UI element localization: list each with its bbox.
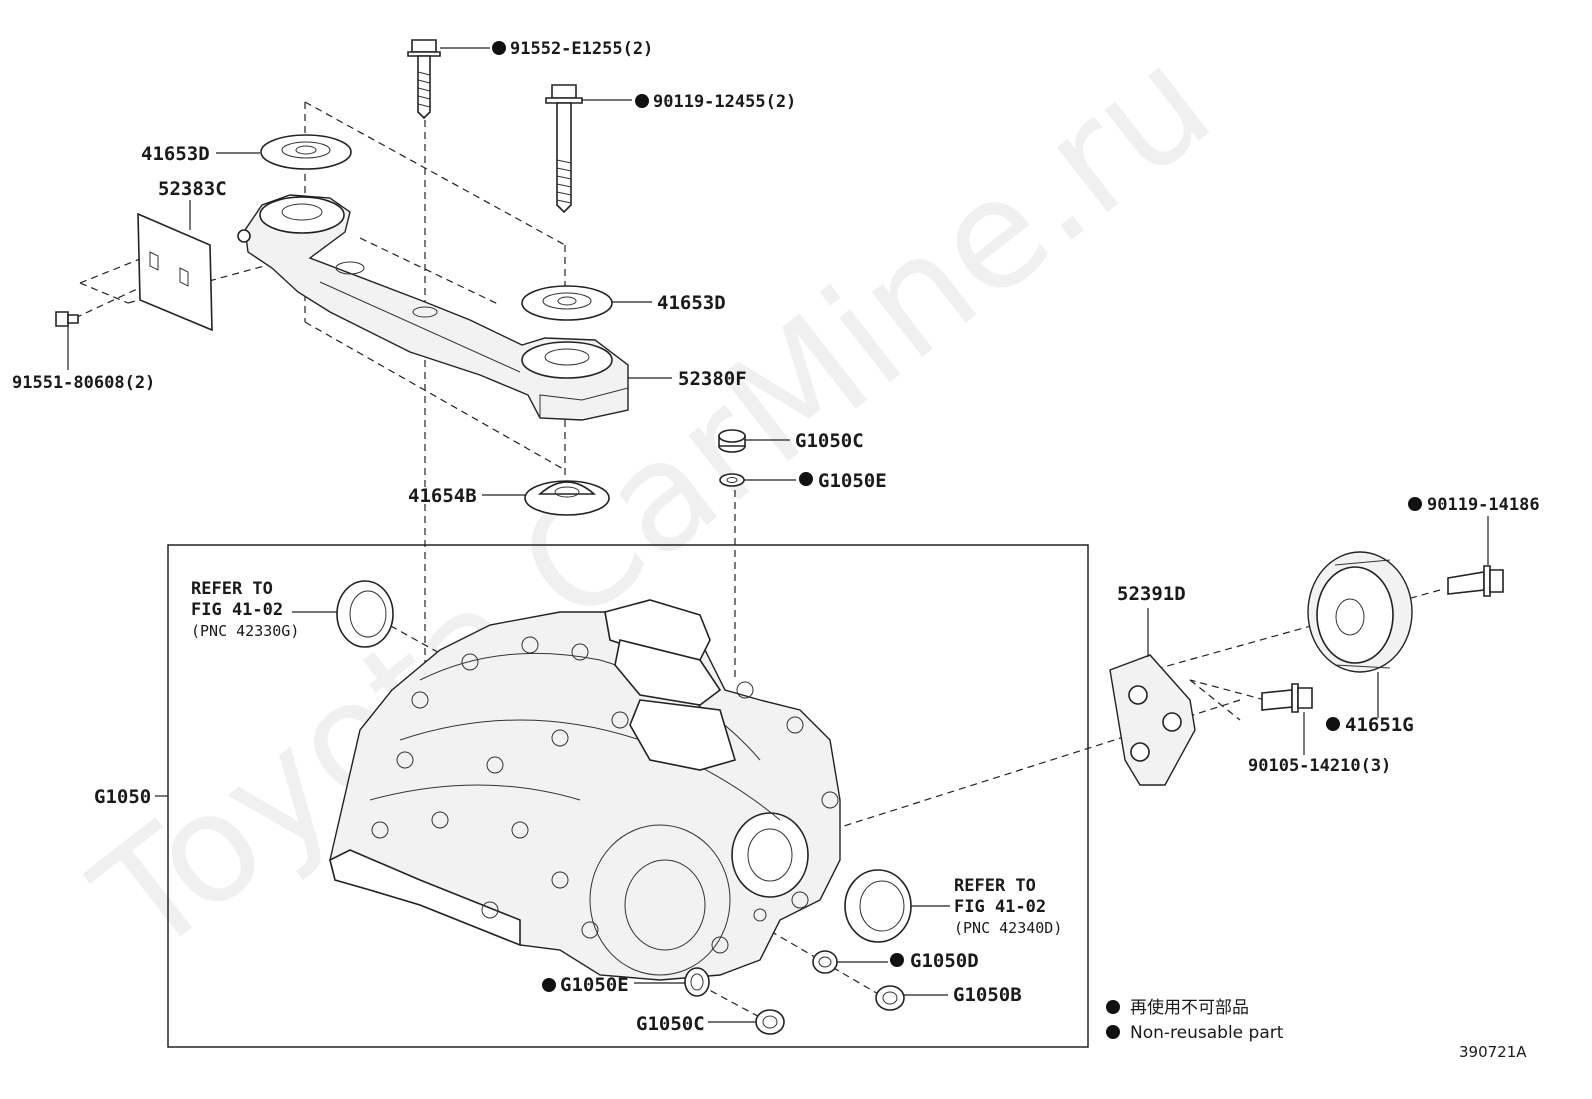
label-plug-b: G1050B xyxy=(953,984,1022,1006)
ring-d-icon xyxy=(812,950,838,974)
refer-note-left: REFER TO FIG 41-02 (PNC 42330G) xyxy=(191,579,299,640)
label-cushion-top: 41653D xyxy=(141,143,210,165)
legend-dot-icon xyxy=(1106,1000,1120,1014)
label-transaxle: G1050 xyxy=(94,786,151,808)
bolt-long-icon xyxy=(545,84,583,214)
label-bracket-plate: 52383C xyxy=(158,178,227,200)
figure-number: 390721A xyxy=(1459,1043,1527,1061)
bolt-small-icon xyxy=(55,311,79,327)
non-reusable-icon xyxy=(799,472,813,486)
label-bolt-top: 91552-E1255(2) xyxy=(510,39,653,59)
non-reusable-icon xyxy=(492,41,506,55)
refer-left-line2: FIG 41-02 xyxy=(191,600,283,620)
label-gasket-bottom: G1050E xyxy=(560,974,629,996)
label-cushion-mid: 41653D xyxy=(657,292,726,314)
gasket-top-icon xyxy=(719,473,745,487)
label-bracket-right: 52391D xyxy=(1117,583,1186,605)
cushion-mid-icon xyxy=(521,285,613,321)
label-plug-top: G1050C xyxy=(795,430,864,452)
bracket-plate-icon xyxy=(137,212,213,332)
plug-top-icon xyxy=(718,429,746,453)
label-gasket-top: G1050E xyxy=(818,470,887,492)
bracket-right-icon xyxy=(1109,654,1196,786)
refer-right-line1: REFER TO xyxy=(954,876,1036,896)
oil-seal-right-icon xyxy=(844,869,912,943)
non-reusable-marks xyxy=(492,41,1422,992)
legend-cn: 再使用不可部品 xyxy=(1130,997,1249,1018)
damper-icon xyxy=(1307,551,1413,673)
refer-left-line1: REFER TO xyxy=(191,579,273,599)
refer-note-right: REFER TO FIG 41-02 (PNC 42340D) xyxy=(954,876,1062,937)
label-damper: 41651G xyxy=(1345,714,1414,736)
transaxle-body-icon xyxy=(329,599,841,981)
label-bolt-triple: 90105-14210(3) xyxy=(1248,756,1391,776)
label-plug-bottom: G1050C xyxy=(636,1013,705,1035)
label-support-member: 52380F xyxy=(678,368,747,390)
bolt-right-icon xyxy=(1447,565,1504,597)
refer-right-line3: (PNC 42340D) xyxy=(954,919,1062,937)
cushion-lower-icon xyxy=(524,480,610,516)
label-bolt-right: 90119-14186 xyxy=(1427,495,1540,515)
gasket-bottom-icon xyxy=(684,967,710,997)
non-reusable-icon xyxy=(890,953,904,967)
refer-left-line3: (PNC 42330G) xyxy=(191,622,299,640)
oil-seal-left-icon xyxy=(336,580,394,648)
non-reusable-icon xyxy=(1408,497,1422,511)
non-reusable-icon xyxy=(1326,717,1340,731)
cushion-top-icon xyxy=(260,134,352,170)
label-cushion-lower: 41654B xyxy=(408,485,477,507)
label-bolt-small: 91551-80608(2) xyxy=(12,373,155,393)
plug-bottom-icon xyxy=(755,1009,785,1035)
bolt-top-icon xyxy=(407,39,441,120)
support-member-icon xyxy=(237,194,629,421)
refer-right-line2: FIG 41-02 xyxy=(954,897,1046,917)
bolt-triple-icon xyxy=(1261,683,1313,713)
non-reusable-icon xyxy=(542,978,556,992)
label-bolt-long: 90119-12455(2) xyxy=(653,92,796,112)
leader-lines xyxy=(67,47,1489,1023)
plug-b-icon xyxy=(875,985,905,1011)
legend-en: Non-reusable part xyxy=(1130,1023,1284,1043)
non-reusable-icon xyxy=(635,94,649,108)
legend-dot-icon xyxy=(1106,1025,1120,1039)
legend: 再使用不可部品 Non-reusable part xyxy=(1106,997,1284,1043)
label-ring-d: G1050D xyxy=(910,950,979,972)
